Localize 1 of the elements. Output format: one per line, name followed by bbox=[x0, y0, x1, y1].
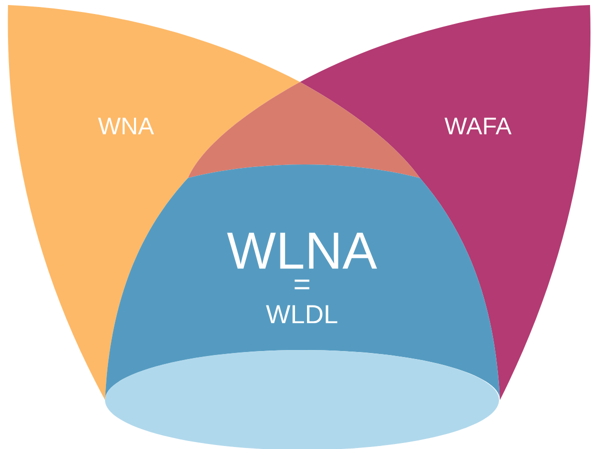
overlap-region bbox=[188, 82, 420, 178]
